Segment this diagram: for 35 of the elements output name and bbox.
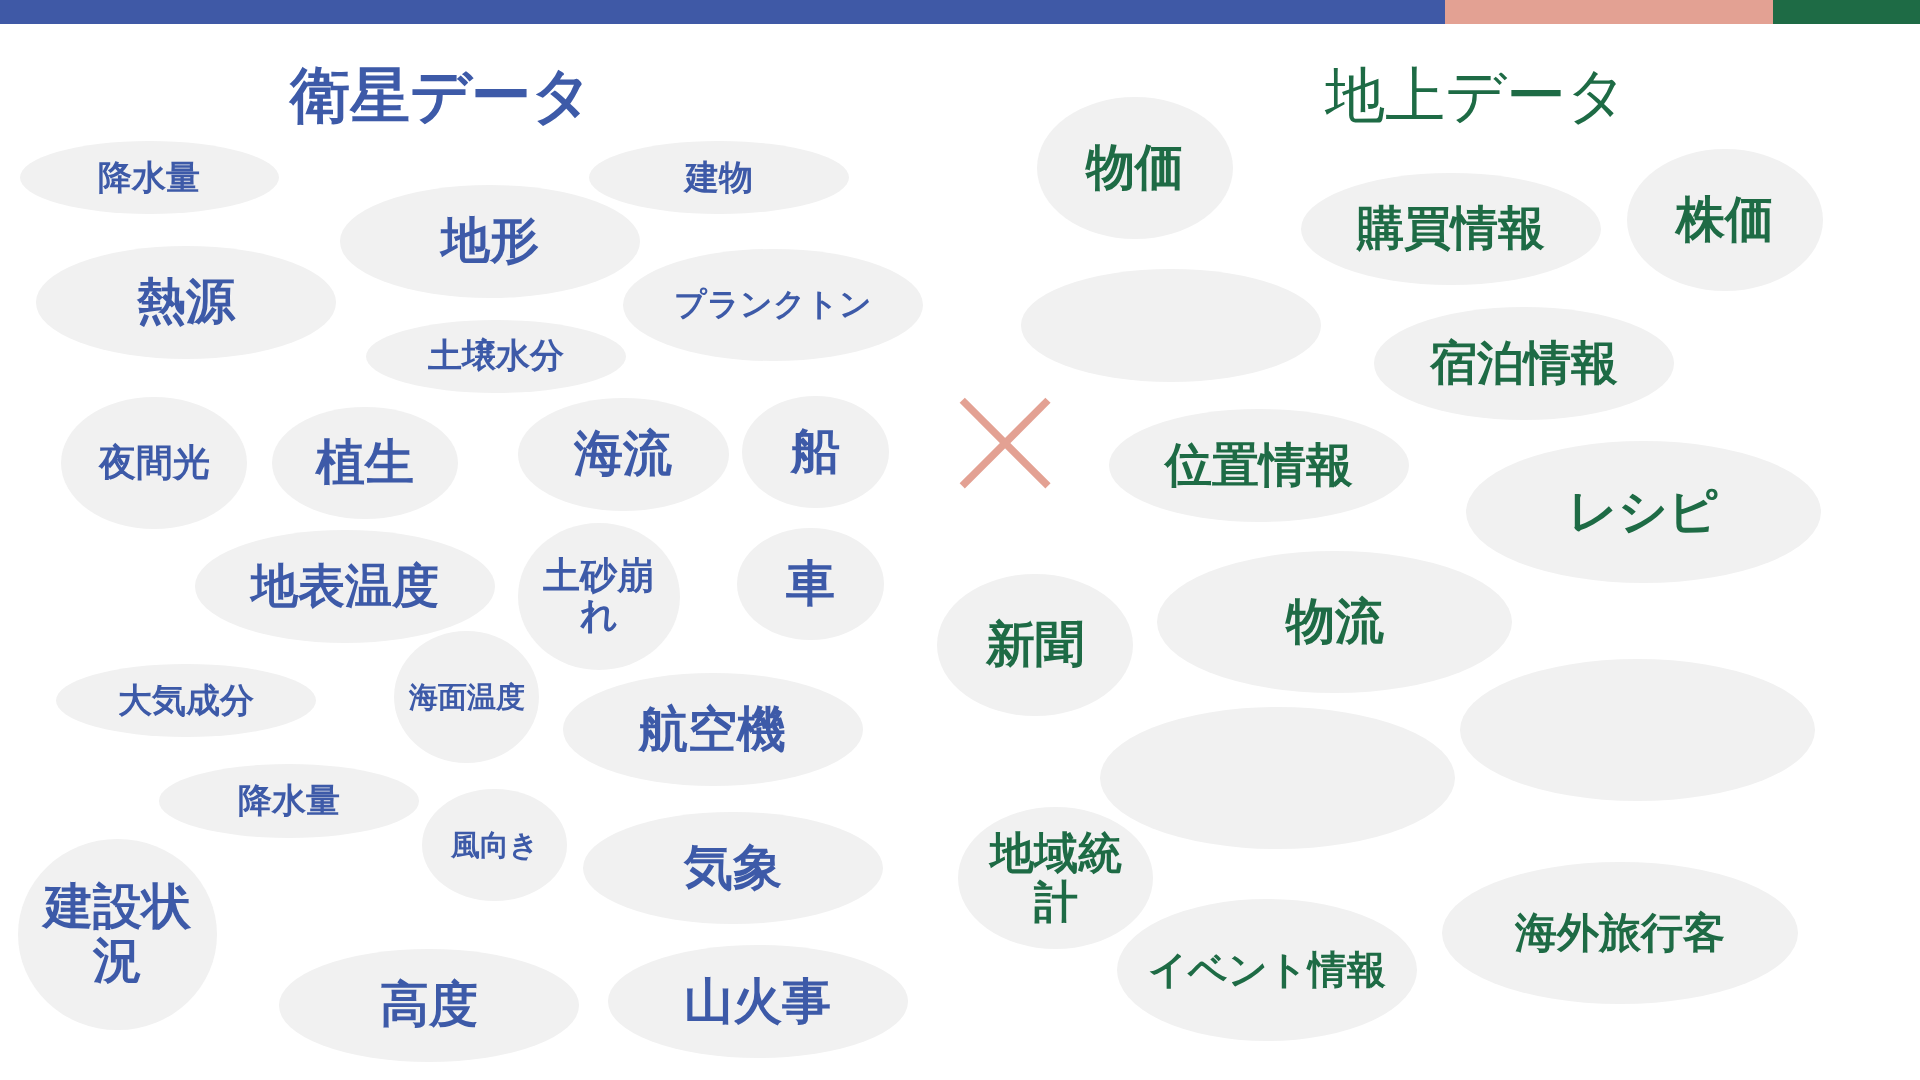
- bubble-text: レシピ: [1568, 484, 1719, 539]
- bubble-text: 海外旅行客: [1515, 910, 1725, 956]
- bubble-text: 宿泊情報: [1430, 338, 1619, 390]
- bubble-text: 風向き: [450, 828, 539, 862]
- bubble-text: 地表温度: [251, 560, 440, 613]
- bubble-text: イベント情報: [1148, 948, 1387, 992]
- bubble-text: 船: [791, 424, 840, 479]
- bubble-text: プランクトン: [673, 287, 872, 323]
- bubble-text: 航空機: [639, 702, 787, 757]
- bubble-text: 位置情報: [1164, 439, 1353, 491]
- bubble-text: 植生: [315, 435, 414, 490]
- bubble-text: 熱源: [137, 275, 236, 330]
- bubble-text: 降水量: [98, 158, 201, 197]
- bubble-text: 物価: [1086, 140, 1185, 195]
- bubble-text: 購買情報: [1357, 203, 1545, 255]
- bubble-text: 山火事: [684, 974, 832, 1029]
- bubble-text: 気象: [684, 841, 783, 896]
- section-heading: 地上データ: [1324, 58, 1627, 131]
- bubble-text: 土砂崩れ: [542, 555, 656, 637]
- bubble-text: 海流: [574, 427, 673, 482]
- bubble-text: 地域統計: [987, 829, 1123, 927]
- bubble-text: 土壌水分: [427, 337, 564, 376]
- bubble-text: 株価: [1676, 193, 1775, 248]
- bubble-text: 物流: [1285, 595, 1384, 649]
- bubble-text: 建物: [684, 158, 753, 197]
- bubble-text: 建設状況: [30, 880, 205, 989]
- bubble-text: 大気成分: [118, 681, 255, 720]
- section-heading: 衛星データ: [289, 58, 592, 131]
- bubble-text: 夜間光: [98, 442, 210, 484]
- bubble-text: 高度: [379, 978, 478, 1033]
- bubble-text: 車: [786, 557, 836, 611]
- bubble-text: 海面温度: [408, 680, 525, 713]
- bubble-text: 降水量: [237, 781, 340, 820]
- bubble-text: 地形: [440, 214, 539, 269]
- bubble-text: 新聞: [985, 618, 1084, 673]
